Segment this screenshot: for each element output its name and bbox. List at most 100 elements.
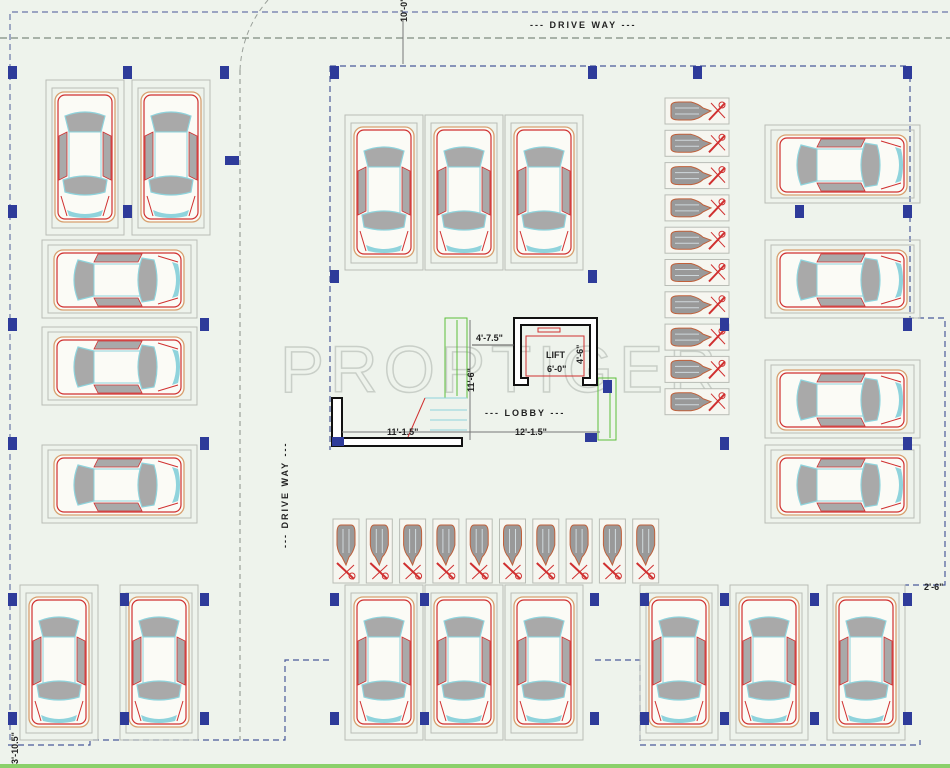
car-icon (776, 134, 908, 196)
car-icon (353, 126, 415, 258)
car-icon (513, 126, 575, 258)
lift-depth-dimension: 4'-6" (575, 345, 585, 364)
column (123, 205, 132, 218)
column (120, 593, 129, 606)
column (220, 66, 229, 79)
bike-icon (598, 518, 627, 584)
car-parking-slot (344, 114, 424, 271)
column (588, 66, 597, 79)
column (590, 712, 599, 725)
bike-icon (664, 355, 730, 384)
left-driveway-label: --- DRIVE WAY --- (280, 441, 290, 548)
column (590, 593, 599, 606)
car-icon (776, 454, 908, 516)
car-parking-slot (424, 584, 504, 741)
column (810, 712, 819, 725)
car-parking-slot (119, 584, 199, 741)
column (420, 712, 429, 725)
car-icon (54, 91, 116, 223)
column (720, 593, 729, 606)
column (200, 593, 209, 606)
column (795, 205, 804, 218)
column (8, 437, 17, 450)
watermark: PROPTIGER (280, 332, 723, 406)
column (640, 593, 649, 606)
column (123, 66, 132, 79)
car-icon (776, 369, 908, 431)
bike-icon (365, 518, 394, 584)
bike-icon (664, 323, 730, 352)
car-icon (648, 596, 710, 728)
column (903, 66, 912, 79)
column (903, 205, 912, 218)
car-parking-slot (504, 584, 584, 741)
column (330, 270, 339, 283)
bike-icon (531, 518, 560, 584)
ramp-curve (239, 0, 269, 71)
lift-width-dimension: 6'-0" (547, 364, 566, 374)
column (200, 712, 209, 725)
column (200, 437, 209, 450)
left-setback-dimension: 3'-10.5" (10, 732, 20, 764)
column (8, 318, 17, 331)
lobby-label: --- LOBBY --- (485, 408, 565, 418)
bike-icon (664, 161, 730, 190)
car-parking-slot (41, 239, 198, 319)
bike-icon (664, 387, 730, 416)
car-icon (140, 91, 202, 223)
structural-columns (8, 66, 912, 725)
car-parking-slot (639, 584, 719, 741)
car-icon (53, 336, 185, 398)
car-icon (738, 596, 800, 728)
column (640, 712, 649, 725)
bike-icon (332, 518, 360, 584)
column (810, 593, 819, 606)
column (603, 380, 612, 393)
bike-icon (664, 290, 730, 319)
lobby-width-dimension: 12'-1.5" (515, 427, 547, 437)
bike-icon (498, 518, 527, 584)
car-parking-slot (45, 79, 125, 236)
car-parking-slot (344, 584, 424, 741)
lobby (331, 317, 617, 447)
car-icon (835, 596, 897, 728)
car-icon (513, 596, 575, 728)
column (720, 437, 729, 450)
column (225, 156, 239, 165)
lift-label: LIFT (546, 350, 565, 360)
bike-icon (631, 518, 660, 584)
column (720, 712, 729, 725)
car-parking-slot (41, 326, 198, 406)
column (903, 318, 912, 331)
column (903, 593, 912, 606)
column (720, 318, 729, 331)
car-parking-slot (424, 114, 504, 271)
column (588, 270, 597, 283)
column (8, 593, 17, 606)
parking-slots (19, 79, 921, 741)
car-icon (353, 596, 415, 728)
car-icon (53, 454, 185, 516)
column (693, 66, 702, 79)
column (8, 712, 17, 725)
car-parking-slot (826, 584, 906, 741)
column (330, 593, 339, 606)
lobby-depth-dimension: 11'-6" (466, 368, 476, 392)
car-icon (433, 126, 495, 258)
column (120, 712, 129, 725)
column (903, 437, 912, 450)
bike-icon (664, 193, 730, 222)
bike-icon (565, 518, 594, 584)
bike-icon (664, 226, 730, 255)
stair-width-dimension: 11'-1.5" (387, 427, 418, 437)
column (330, 66, 339, 79)
car-icon (53, 249, 185, 311)
car-parking-slot (729, 584, 809, 741)
car-parking-slot (764, 124, 921, 204)
column (330, 712, 339, 725)
driveway-width-dimension: 10'-0" (399, 0, 409, 22)
bike-icon (664, 258, 730, 287)
column (903, 712, 912, 725)
car-icon (776, 249, 908, 311)
